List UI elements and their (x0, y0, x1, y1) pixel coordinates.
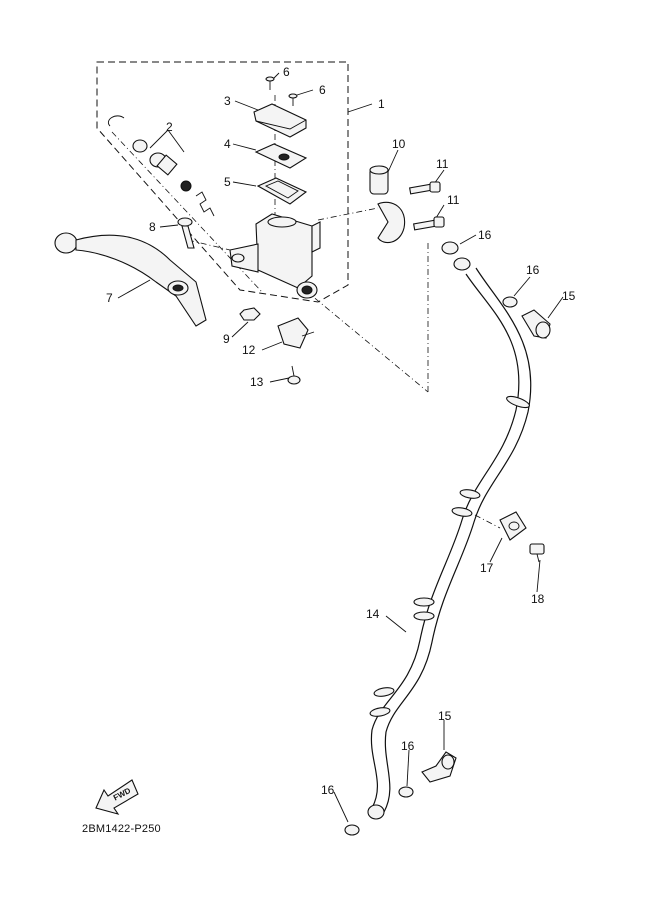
callout-13: 13 (250, 375, 264, 389)
callout-16c: 16 (401, 739, 415, 753)
copper-washer-3 (398, 786, 414, 798)
callout-4: 4 (224, 137, 231, 151)
callout-1: 1 (378, 97, 385, 111)
callout-3: 3 (224, 94, 231, 108)
callout-6b: 6 (319, 83, 326, 97)
brake-lever (54, 232, 207, 327)
hose-clamp (499, 511, 527, 541)
callout-5: 5 (224, 175, 231, 189)
callout-11a: 11 (436, 157, 449, 171)
screw-6-left (265, 76, 275, 90)
lever-nut (239, 307, 261, 321)
union-bolt-upper (521, 309, 551, 339)
pivot-bolt (177, 217, 195, 249)
clamp-bolt (529, 543, 545, 563)
union-bolt-lower (421, 751, 457, 783)
fwd-arrow-icon: FWD (95, 779, 139, 815)
holder-bolt-lower (413, 216, 445, 231)
holder-bolt-upper (409, 181, 441, 195)
callout-6a: 6 (283, 65, 290, 79)
callout-11b: 11 (447, 193, 460, 207)
master-cylinder-body (229, 213, 321, 299)
screw-6-right (288, 93, 298, 106)
callout-12: 12 (242, 343, 256, 357)
master-cylinder-holder (369, 165, 406, 244)
callout-16a: 16 (478, 228, 492, 242)
leader-lines (117, 72, 564, 823)
assembly-boundary (96, 61, 349, 303)
callout-10: 10 (392, 137, 406, 151)
copper-washer-4 (344, 824, 360, 836)
brake-switch (277, 317, 315, 349)
switch-screw (287, 365, 301, 385)
piston-kit (108, 115, 215, 217)
callout-15a: 15 (562, 289, 576, 303)
callout-2: 2 (166, 120, 173, 134)
diaphragm (256, 177, 308, 205)
callout-15b: 15 (438, 709, 452, 723)
callout-18: 18 (531, 592, 545, 606)
copper-washer-1 (441, 241, 459, 255)
callout-17: 17 (480, 561, 494, 575)
callout-9: 9 (223, 332, 230, 346)
callout-7: 7 (106, 291, 113, 305)
diagram-code: 2BM1422-P250 (82, 823, 161, 835)
copper-washer-2 (502, 296, 518, 308)
callout-16b: 16 (526, 263, 540, 277)
brake-hose (367, 257, 532, 820)
callout-16d: 16 (321, 783, 335, 797)
reservoir-cap (253, 103, 307, 138)
callout-8: 8 (149, 220, 156, 234)
callout-14: 14 (366, 607, 380, 621)
